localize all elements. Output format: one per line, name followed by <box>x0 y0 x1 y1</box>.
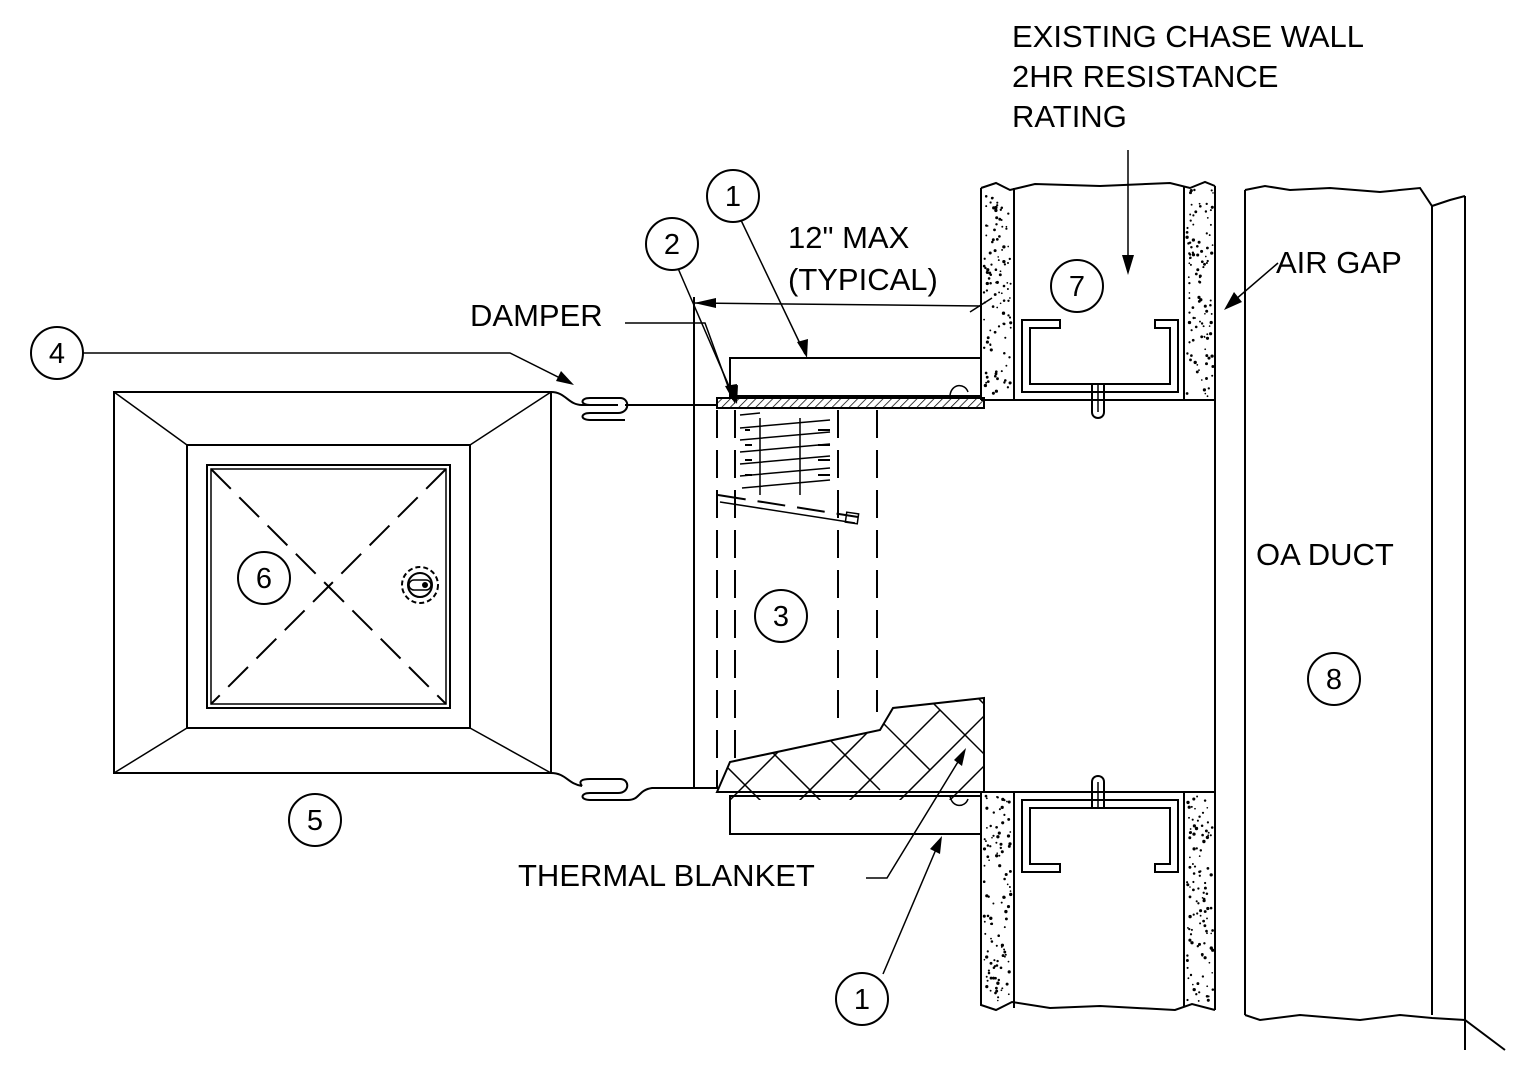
fire-damper-sleeve <box>693 297 985 788</box>
callout-5: 5 <box>288 793 342 847</box>
bottom-s-lock-seam <box>550 772 718 801</box>
callout-2: 2 <box>645 217 699 271</box>
door-diagonal-dashed <box>210 468 447 705</box>
dimension-line <box>693 297 993 358</box>
svg-text:1: 1 <box>854 984 870 1016</box>
access-door-panel <box>206 464 451 709</box>
callout-8: 8 <box>1307 652 1361 706</box>
callout-1-top: 1 <box>706 169 760 223</box>
weld-mark <box>949 795 969 807</box>
duct-frame-outline <box>113 391 552 774</box>
air-gap-label: AIR GAP <box>1276 245 1402 280</box>
chase-wall-bottom <box>980 775 1216 1012</box>
folded-damper-blades <box>717 412 860 525</box>
svg-text:6: 6 <box>256 563 272 595</box>
top-s-lock-seam <box>550 391 718 421</box>
callout-6: 6 <box>237 551 291 605</box>
svg-text:1: 1 <box>725 181 741 213</box>
oa-duct-label: OA DUCT <box>1256 537 1394 572</box>
access-door-inner-edge <box>210 468 447 705</box>
retaining-angle-top <box>729 357 982 397</box>
callout-4: 4 <box>30 326 84 380</box>
door-frame <box>186 444 471 729</box>
svg-text:7: 7 <box>1069 271 1085 303</box>
wall-note-line3: RATING <box>1012 99 1127 134</box>
callout-7: 7 <box>1050 259 1104 313</box>
svg-text:5: 5 <box>307 805 323 837</box>
callout-1-bottom: 1 <box>835 972 889 1026</box>
dimension-label: 12" MAX <box>788 220 910 255</box>
svg-text:4: 4 <box>49 338 65 370</box>
dimension-note: (TYPICAL) <box>788 262 938 297</box>
svg-text:3: 3 <box>773 601 789 633</box>
door-latch-icon <box>401 566 439 604</box>
oa-duct <box>1214 184 1506 1051</box>
frame-diagonal <box>469 727 552 774</box>
leader-lines <box>83 150 1279 975</box>
damper-frame-strip <box>716 397 985 409</box>
wall-note-line1: EXISTING CHASE WALL <box>1012 19 1364 54</box>
svg-text:8: 8 <box>1326 664 1342 696</box>
thermal-blanket-label: THERMAL BLANKET <box>518 858 815 893</box>
frame-diagonal <box>113 727 188 774</box>
callout-3: 3 <box>754 589 808 643</box>
svg-text:2: 2 <box>664 229 680 261</box>
retaining-angle-bottom <box>729 795 982 835</box>
gypsum-board-stipple <box>982 188 1215 1002</box>
frame-diagonal <box>113 391 188 446</box>
wall-note-line2: 2HR RESISTANCE <box>1012 59 1278 94</box>
frame-diagonal <box>469 391 552 446</box>
access-door-assembly <box>113 391 552 774</box>
damper-label: DAMPER <box>470 298 603 333</box>
weld-mark <box>949 384 969 396</box>
